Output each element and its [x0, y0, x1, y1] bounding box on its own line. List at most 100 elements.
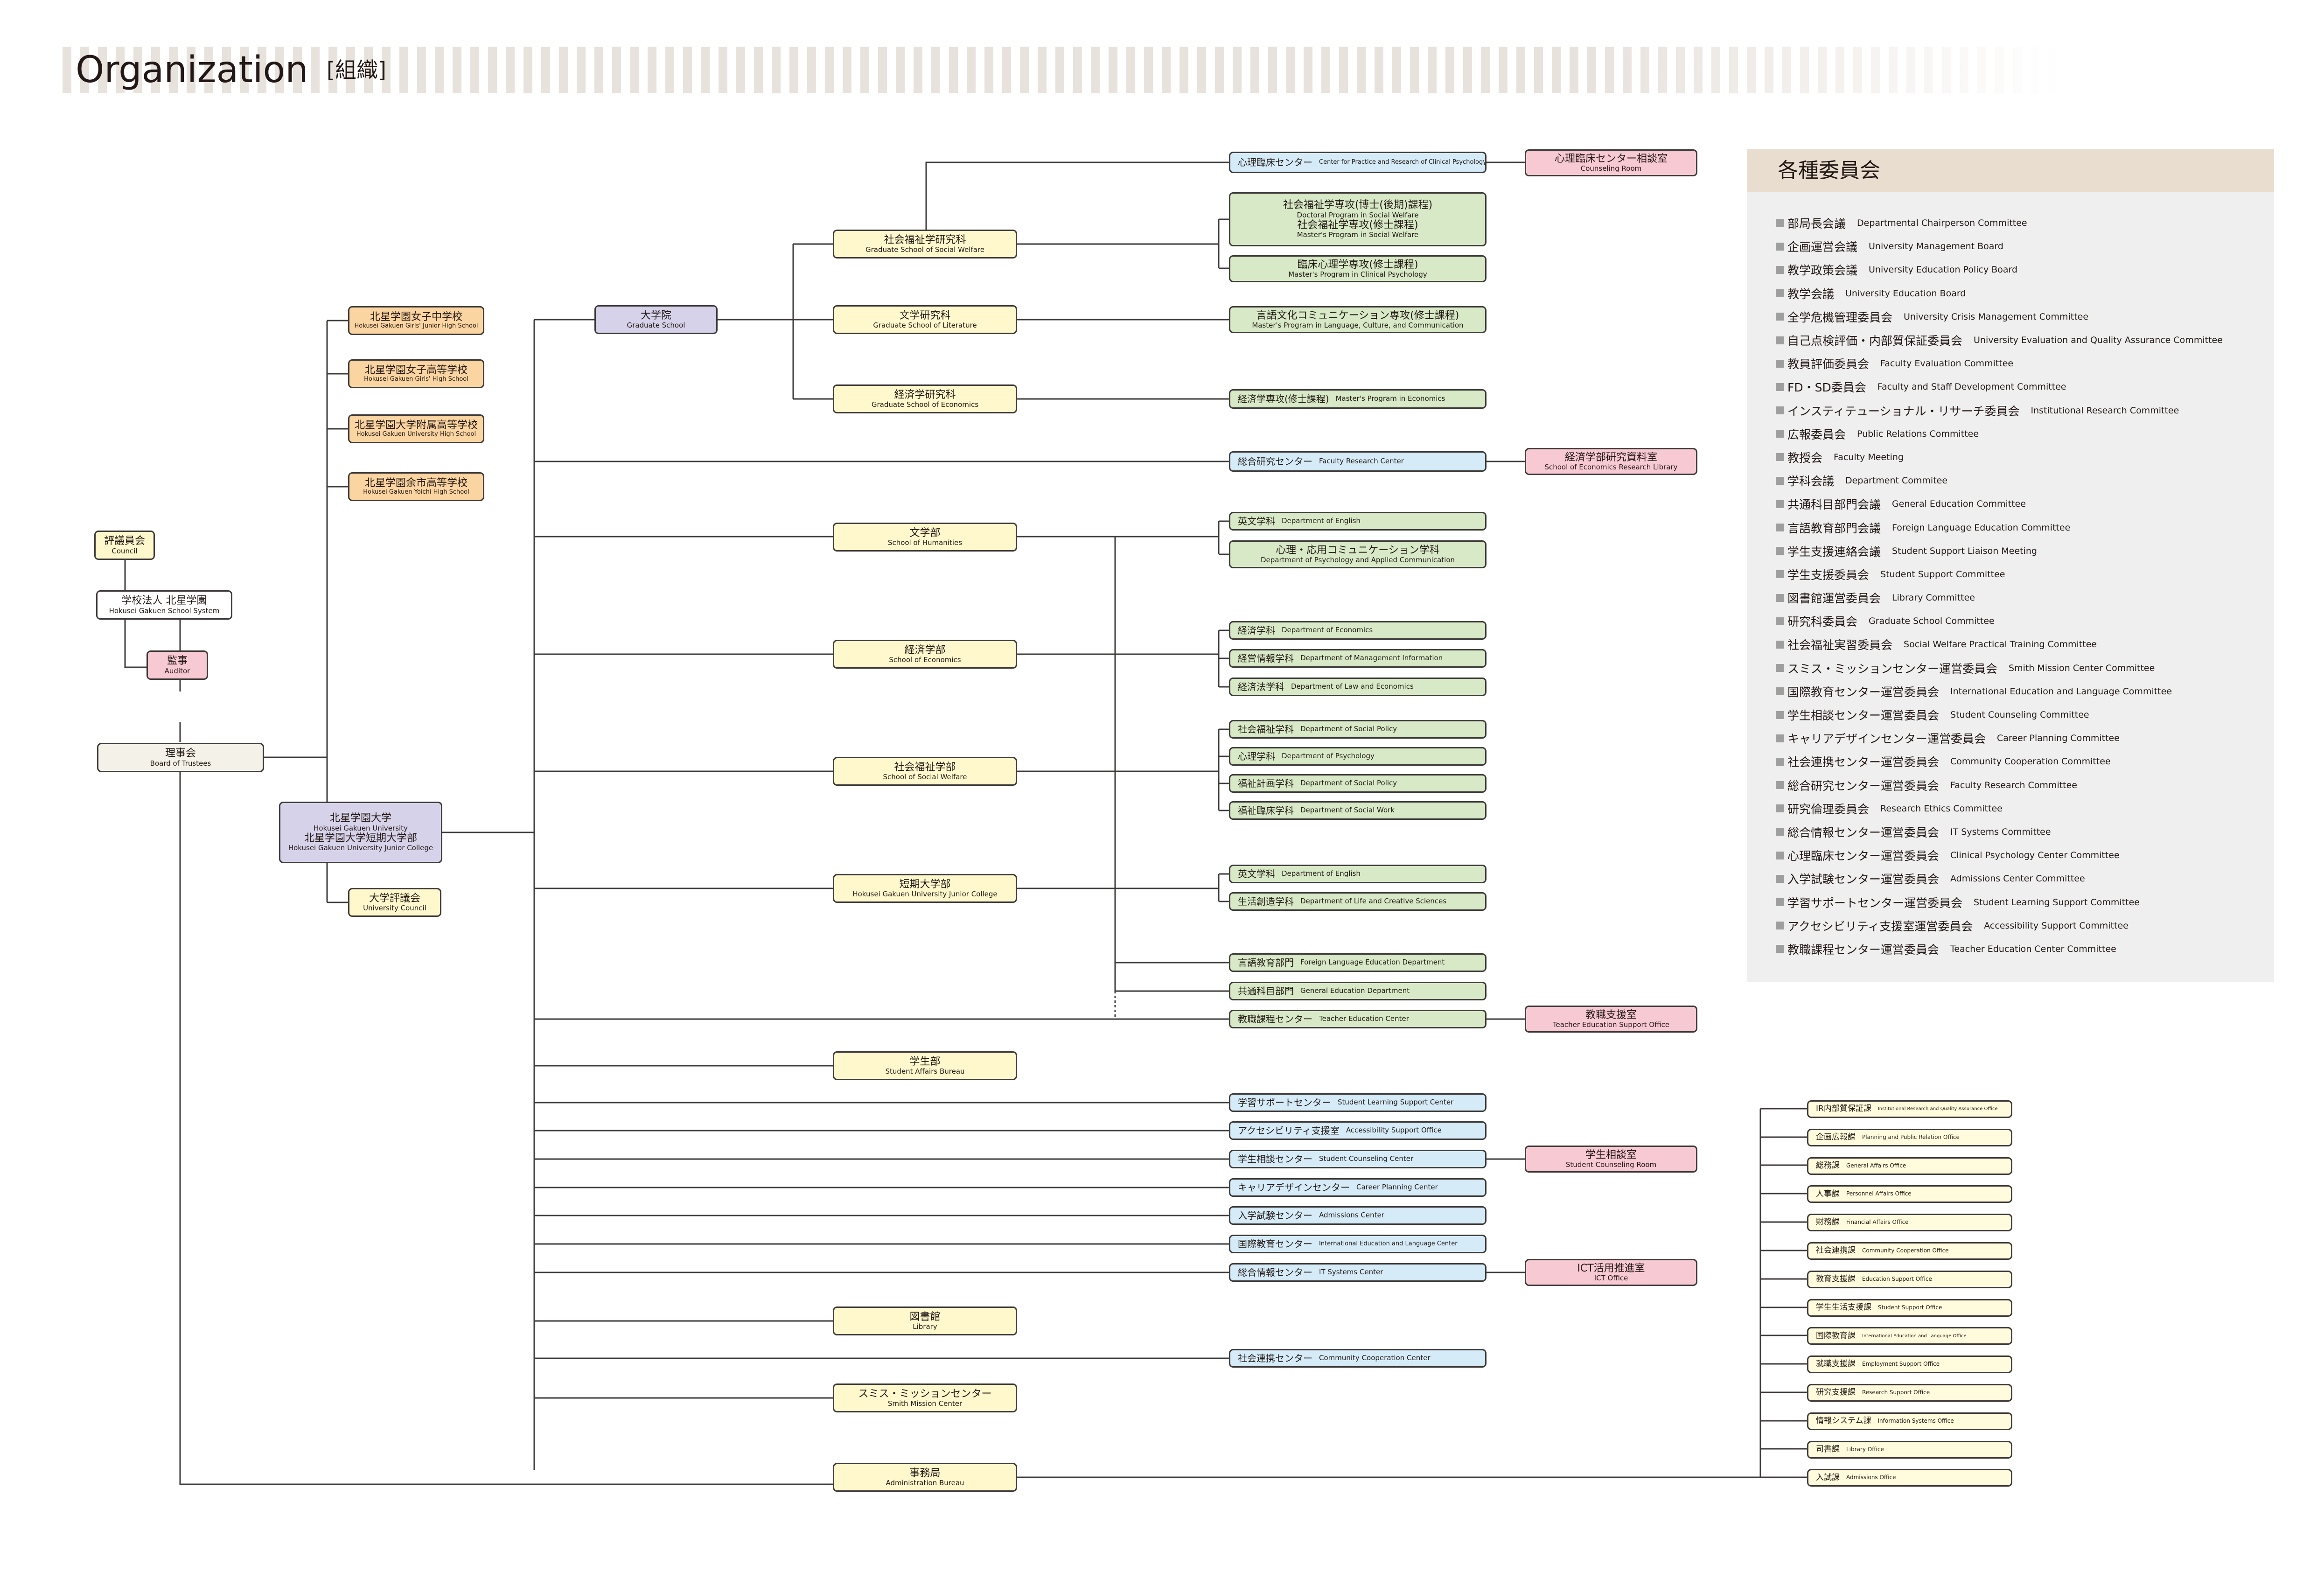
dept-sw-plan-box: 福祉計画学科 Department of Social Policy — [1229, 774, 1487, 793]
square-bullet-icon — [1776, 336, 1784, 344]
economics-label: 経済学部 — [904, 644, 946, 656]
admin-office-label: IR内部質保証課 — [1816, 1104, 1871, 1114]
teacher-center-label-en: Teacher Education Center — [1319, 1014, 1409, 1023]
council-box: 評議員会 Council — [94, 531, 155, 560]
smith-center-label: スミス・ミッションセンター — [858, 1388, 992, 1400]
committee-name: 自己点検評価・内部質保証委員会 — [1787, 334, 1963, 348]
committee-name: 学生相談センター運営委員会 — [1787, 709, 1940, 723]
square-bullet-icon — [1776, 851, 1784, 859]
dept-econ-label-en: Department of Economics — [1282, 626, 1373, 635]
square-bullet-icon — [1776, 617, 1784, 625]
square-bullet-icon — [1776, 945, 1784, 953]
committee-name-en: University Evaluation and Quality Assura… — [1974, 335, 2223, 346]
committee-name: 言語教育部門会議 — [1787, 521, 1881, 535]
school-system-box: 学校法人 北星学園 Hokusei Gakuen School System — [96, 590, 232, 620]
junior-college-label-en: Hokusei Gakuen University Junior College — [288, 844, 433, 852]
committee-item: 自己点検評価・内部質保証委員会 University Evaluation and… — [1776, 328, 2223, 352]
yoichi-hs-label: 北星学園余市高等学校 — [364, 477, 468, 489]
junior-college-label: 北星学園大学短期大学部 — [304, 832, 417, 844]
dept-psych-comm-label: 心理・応用コミュニケーション学科 — [1276, 544, 1440, 556]
committee-name: 教学会議 — [1787, 287, 1835, 301]
dept-psych-comm-box: 心理・応用コミュニケーション学科 Department of Psycholog… — [1229, 540, 1487, 568]
grad-school-box: 大学院 Graduate School — [594, 305, 718, 334]
univ-hs-label: 北星学園大学附属高等学校 — [354, 419, 478, 431]
committee-name: 共通科目部門会議 — [1787, 498, 1881, 512]
economics-box: 経済学部 School of Economics — [833, 640, 1017, 669]
committee-name-en: IT Systems Committee — [1950, 826, 2051, 837]
dept-mgmt-box: 経営情報学科 Department of Management Informat… — [1229, 649, 1487, 668]
econ-prog-label-en: Master's Program in Economics — [1335, 394, 1445, 403]
square-bullet-icon — [1776, 570, 1784, 579]
counsel-center-label-en: Student Counseling Center — [1319, 1154, 1414, 1163]
it-center-label-en: IT Systems Center — [1319, 1268, 1383, 1277]
it-center-label: 総合情報センター — [1238, 1266, 1312, 1278]
intl-center-label-en: International Education and Language Cen… — [1319, 1240, 1458, 1247]
square-bullet-icon — [1776, 313, 1784, 321]
social-welfare-label-en: School of Social Welfare — [883, 773, 967, 782]
dept-sw-label-en: Department of Social Policy — [1300, 725, 1397, 734]
library-label: 図書館 — [909, 1311, 941, 1323]
committee-header: 各種委員会 — [1747, 149, 2274, 192]
dept-sw-plan-label-en: Department of Social Policy — [1300, 779, 1397, 788]
dept-law-label: 経済法学科 — [1238, 681, 1284, 692]
committee-name-en: Foreign Language Education Committee — [1892, 522, 2071, 533]
square-bullet-icon — [1776, 500, 1784, 508]
teacher-center-box: 教職課程センター Teacher Education Center — [1229, 1010, 1487, 1028]
admin-office-label: 国際教育課 — [1816, 1331, 1856, 1341]
square-bullet-icon — [1776, 874, 1784, 883]
committee-name-en: Student Support Committee — [1880, 569, 2005, 580]
committee-name: 社会連携センター運営委員会 — [1787, 755, 1940, 769]
humanities-label: 文学部 — [909, 527, 941, 539]
community-center-box: 社会連携センター Community Cooperation Center — [1229, 1349, 1487, 1368]
humanities-label-en: School of Humanities — [887, 538, 963, 547]
counsel-room-label-en: Student Counseling Room — [1565, 1160, 1657, 1169]
dept-sw-clinic-box: 福祉臨床学科 Department of Social Work — [1229, 801, 1487, 820]
committee-name: 企画運営会議 — [1787, 240, 1858, 254]
square-bullet-icon — [1776, 664, 1784, 672]
committee-name-en: Faculty Evaluation Committee — [1880, 358, 2014, 369]
committee-name-en: University Education Board — [1845, 288, 1966, 299]
ict-office-box: ICT活用推進室 ICT Office — [1525, 1259, 1697, 1286]
committee-name: 入学試験センター運営委員会 — [1787, 873, 1940, 887]
gs-literature-box: 文学研究科 Graduate School of Literature — [833, 305, 1017, 334]
square-bullet-icon — [1776, 898, 1784, 907]
dept-lang-edu-label: 言語教育部門 — [1238, 957, 1294, 968]
career-center-label: キャリアデザインセンター — [1238, 1181, 1350, 1193]
dept-psych-label: 心理学科 — [1238, 750, 1275, 762]
council-label: 評議員会 — [104, 535, 145, 547]
sw-programs-box: 社会福祉学専攻(博士(後期)課程) Doctoral Program in So… — [1229, 192, 1487, 246]
admin-office-label: 社会連携課 — [1816, 1246, 1856, 1256]
square-bullet-icon — [1776, 711, 1784, 719]
admin-bureau-label-en: Administration Bureau — [886, 1479, 964, 1488]
admin-office-label-en: Institutional Research and Quality Assur… — [1877, 1106, 1998, 1112]
square-bullet-icon — [1776, 289, 1784, 298]
student-affairs-label-en: Student Affairs Bureau — [885, 1067, 965, 1076]
career-center-label-en: Career Planning Center — [1356, 1183, 1438, 1192]
dept-sw-clinic-label: 福祉臨床学科 — [1238, 804, 1294, 816]
admin-bureau-box: 事務局 Administration Bureau — [833, 1463, 1017, 1492]
univ-council-box: 大学評議会 University Council — [348, 888, 441, 917]
committee-name-en: Faculty and Staff Development Committee — [1877, 382, 2066, 392]
square-bullet-icon — [1776, 828, 1784, 836]
gs-economics-box: 経済学研究科 Graduate School of Economics — [833, 384, 1017, 413]
committee-name: 教員評価委員会 — [1787, 357, 1870, 371]
committee-name: インスティテューショナル・リサーチ委員会 — [1787, 404, 2020, 418]
library-box: 図書館 Library — [833, 1307, 1017, 1335]
admissions-center-label: 入学試験センター — [1238, 1209, 1312, 1221]
admin-office-label-en: Admissions Office — [1846, 1474, 1896, 1481]
dept-english-label: 英文学科 — [1238, 515, 1275, 527]
dept-life-label: 生活創造学科 — [1238, 895, 1294, 907]
access-office-label-en: Accessibility Support Office — [1346, 1126, 1442, 1135]
smith-center-box: スミス・ミッションセンター Smith Mission Center — [833, 1383, 1017, 1412]
committee-name: 部局長会議 — [1787, 217, 1846, 231]
access-office-box: アクセシビリティ支援室 Accessibility Support Office — [1229, 1121, 1487, 1140]
admissions-center-label-en: Admissions Center — [1319, 1211, 1384, 1220]
